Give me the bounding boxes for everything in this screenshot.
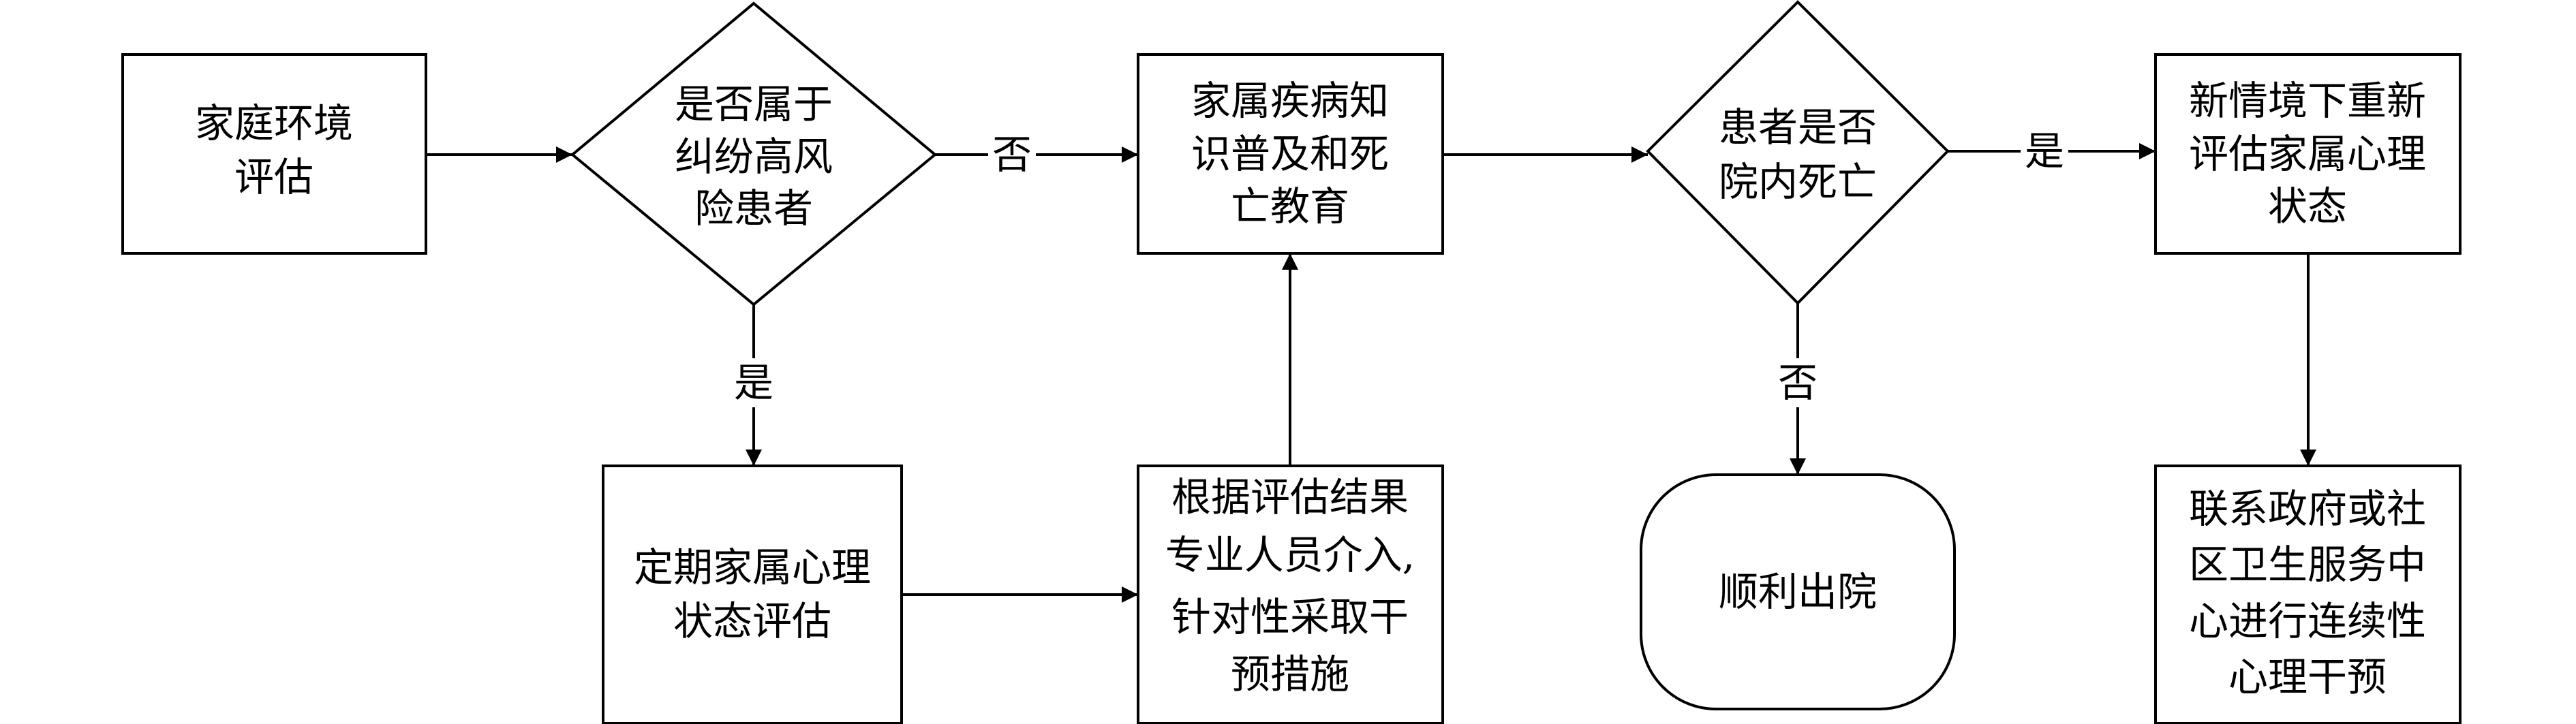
edge-label-bg xyxy=(729,358,778,407)
node-text-line: 纠纷高风 xyxy=(675,133,833,180)
node-text-line: 心进行连续性 xyxy=(2189,598,2426,644)
node-text-line: 院内死亡 xyxy=(1719,159,1877,205)
node-text-line: 家属疾病知 xyxy=(1191,78,1389,124)
terminal-discharge: 顺利出院 xyxy=(1640,473,1956,710)
node-text-line: 根据评估结果 xyxy=(1171,474,1409,520)
edge-label-bg xyxy=(2021,127,2068,175)
node-text-line: 新情境下重新 xyxy=(2189,78,2426,124)
node-periodic-family-assessment: 定期家属心理 状态评估 xyxy=(602,465,903,724)
edge-label-risk-no: 否 xyxy=(992,131,1032,178)
node-text-line: 识普及和死 xyxy=(1191,131,1389,177)
node-community-continuous-intervention: 联系政府或社 区卫生服务中 心进行连续性 心理干预 xyxy=(2154,465,2462,724)
edge-label-death-yes: 是 xyxy=(2025,128,2064,174)
edge-label-risk-yes: 是 xyxy=(734,360,773,406)
node-text-line: 家庭环境 xyxy=(195,100,353,146)
node-text-line: 评估家属心理 xyxy=(2189,131,2426,177)
node-text-line: 定期家属心理 xyxy=(634,544,871,591)
node-text-line: 状态 xyxy=(2268,183,2347,230)
edge-label-bg xyxy=(1773,358,1822,407)
node-text-line: 是否属于 xyxy=(675,81,833,127)
node-text-line: 状态评估 xyxy=(673,598,831,644)
node-professional-intervention: 根据评估结果 专业人员介入, 针对性采取干 预措施 xyxy=(1137,465,1444,724)
edge-label-death-no: 否 xyxy=(1778,360,1818,406)
node-text-line: 亡教育 xyxy=(1231,183,1349,230)
node-text-line: 险患者 xyxy=(694,185,813,232)
edge-label-bg xyxy=(988,131,1036,178)
decision-dispute-high-risk: 是否属于 纠纷高风 险患者 xyxy=(570,1,938,306)
node-text-line: 联系政府或社 xyxy=(2189,486,2426,532)
node-family-disease-education: 家属疾病知 识普及和死 亡教育 xyxy=(1137,53,1444,255)
node-text-line: 顺利出院 xyxy=(1719,569,1877,615)
node-text-line: 预措施 xyxy=(1231,651,1349,697)
node-text-line: 评估 xyxy=(234,154,313,200)
node-text-line: 心理干预 xyxy=(2228,654,2387,700)
decision-death-in-hospital: 患者是否 院内死亡 xyxy=(1646,0,1950,305)
node-text-line: 针对性采取干 xyxy=(1171,594,1409,640)
node-reassess-family-psychology: 新情境下重新 评估家属心理 状态 xyxy=(2154,53,2462,255)
node-family-environment-assessment: 家庭环境 评估 xyxy=(121,53,427,255)
node-text-line: 区卫生服务中 xyxy=(2189,541,2426,588)
node-text-line: 专业人员介入, xyxy=(1165,532,1415,578)
node-text-line: 患者是否 xyxy=(1719,104,1877,151)
